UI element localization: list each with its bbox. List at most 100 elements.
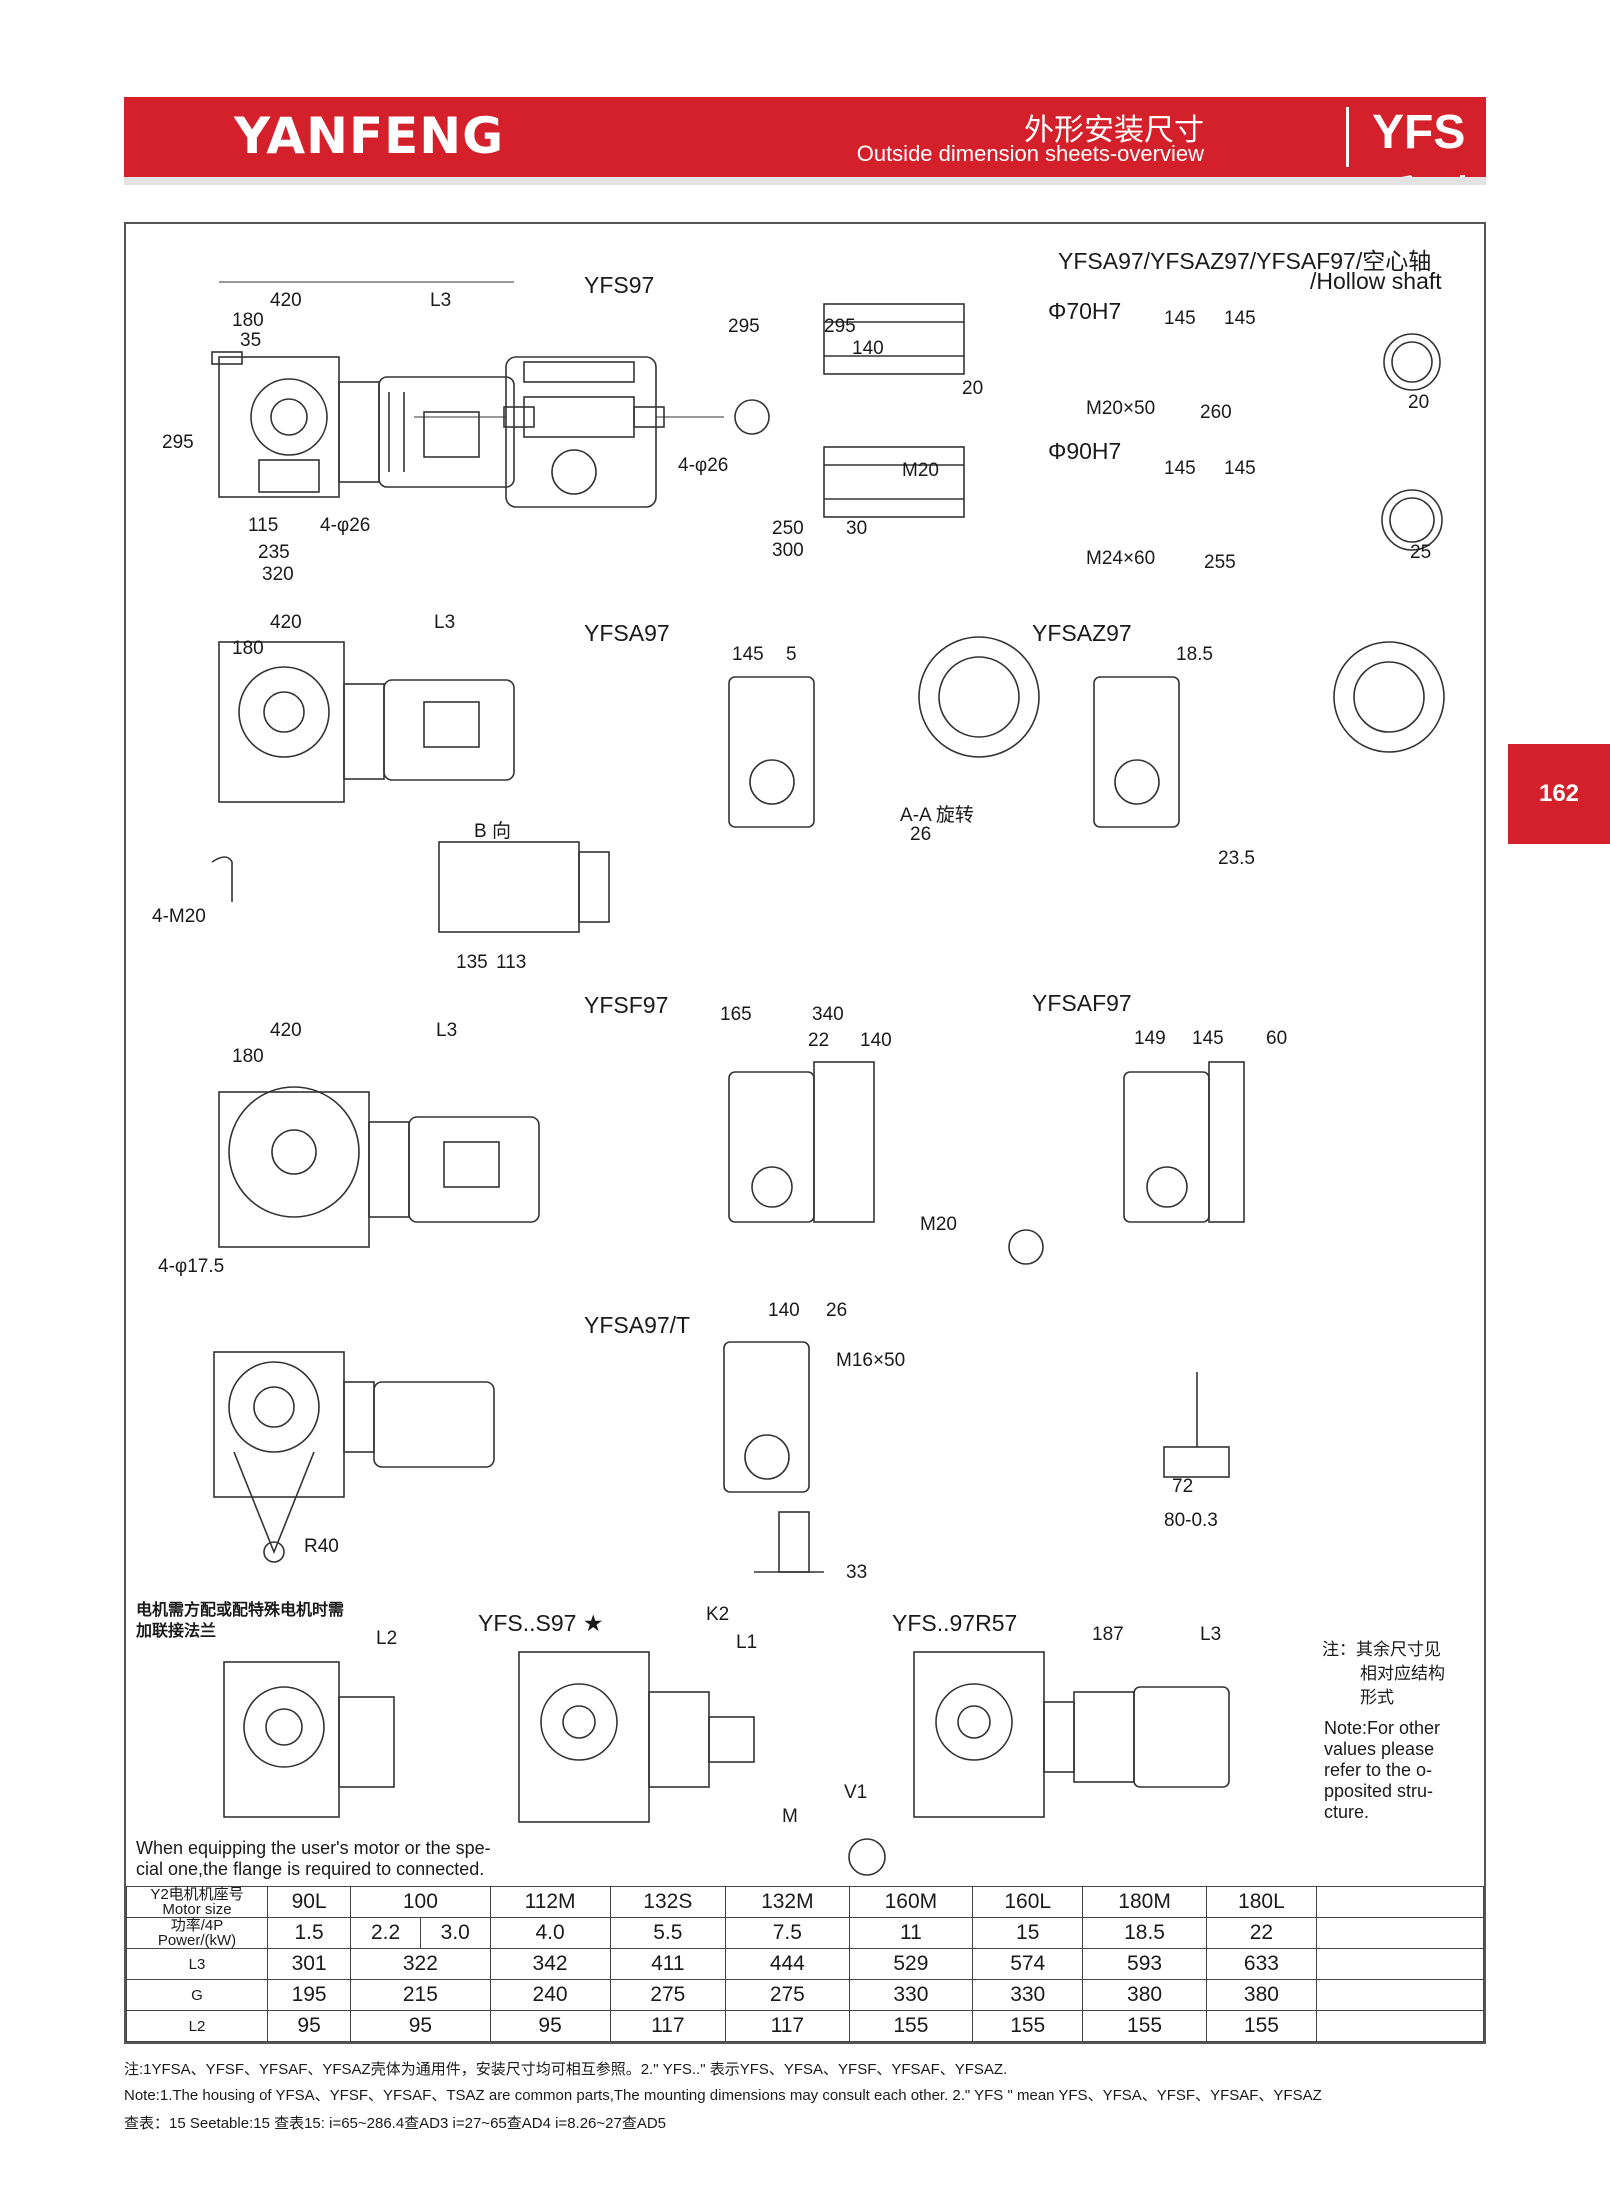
dim-label: K2 (706, 1604, 730, 1625)
page-number-tab: 162 (1508, 744, 1610, 844)
dim-label: 235 (258, 542, 290, 563)
technical-drawings (211, 281, 1445, 1876)
table-cell: 380 (1082, 1979, 1207, 2011)
dim-label: R40 (304, 1536, 339, 1557)
dim-label: 340 (812, 1004, 844, 1025)
dim-label: 20 (1408, 392, 1430, 413)
dim-label: 320 (262, 564, 294, 585)
table-cell: 155 (1082, 2010, 1207, 2042)
table-cell: 330 (848, 1979, 974, 2011)
dim-label: 18.5 (1176, 644, 1213, 665)
table-cell: 95 (266, 2010, 352, 2042)
bottom-row-drawings (223, 1651, 1230, 1876)
dim-label: 22 (808, 1030, 830, 1051)
dim-label: 80-0.3 (1164, 1510, 1218, 1531)
table-cell: 215 (350, 1979, 491, 2011)
header-title-cn: 外形安装尺寸 (1024, 114, 1204, 147)
dim-label: 4-φ26 (678, 455, 729, 476)
table-cell: 117 (725, 2010, 850, 2042)
table-cell: 117 (609, 2010, 727, 2042)
table-cell-empty (1316, 2010, 1484, 2042)
dim-label: A-A 旋转 (900, 805, 974, 826)
dim-label: 295 (824, 316, 856, 337)
dim-label: 35 (240, 330, 262, 351)
title-yfsaz97: YFSAZ97 (1032, 620, 1132, 646)
title-hollow-shaft: YFSA97/YFSAZ97/YFSAF97/空心轴 (1058, 248, 1432, 274)
dim-label: 4-φ26 (320, 515, 371, 536)
row-g-header: G (126, 1979, 268, 2011)
dim-label: 60 (1266, 1028, 1288, 1049)
dim-label: 25 (1410, 542, 1432, 563)
dim-label: L3 (1200, 1624, 1222, 1645)
table-cell: 11 (848, 1917, 974, 1949)
table-cell: 18.5 (1082, 1917, 1207, 1949)
table-cell-empty (1316, 1979, 1484, 2011)
label-phi90h7: Φ90H7 (1048, 438, 1122, 464)
table-cell: 240 (489, 1979, 611, 2011)
yfsa97t-drawing (213, 1341, 1230, 1573)
dim-label: 255 (1204, 552, 1236, 573)
table-cell: 330 (972, 1979, 1084, 2011)
title-yfs-97r57: YFS..97R57 (892, 1610, 1018, 1636)
yfsaf97-drawing (1123, 1061, 1245, 1223)
dim-label: M24×60 (1086, 548, 1156, 569)
dim-label: 250 (772, 518, 804, 539)
dim-label: 20 (962, 378, 984, 399)
dim-label: M20×50 (1086, 398, 1156, 419)
table-cell: 275 (725, 1979, 850, 2011)
dim-label: 26 (826, 1300, 848, 1321)
label-phi70h7: Φ70H7 (1048, 298, 1122, 324)
dim-label: M (782, 1806, 798, 1827)
dim-label: 72 (1172, 1476, 1194, 1497)
title-yfsa97t: YFSA97/T (584, 1312, 691, 1338)
dim-label: 180 (232, 638, 264, 659)
dim-label: 4-φ17.5 (158, 1256, 225, 1277)
dim-label: 180 (232, 310, 264, 331)
dim-label: 145 (1192, 1028, 1224, 1049)
table-cell: 15 (972, 1917, 1084, 1949)
table-cell: 1.5 (266, 1917, 352, 1949)
dim-label: L2 (376, 1628, 398, 1649)
header-divider (1346, 107, 1349, 167)
dim-label: M16×50 (836, 1350, 906, 1371)
table-cell: 95 (489, 2010, 611, 2042)
dim-label: 30 (846, 518, 868, 539)
dim-label: 180 (232, 1046, 264, 1067)
dim-label: 260 (1200, 402, 1232, 423)
table-cell: 593 (1082, 1948, 1207, 1980)
table-cell: 380 (1205, 1979, 1318, 2011)
dim-label: M20 (920, 1214, 957, 1235)
dim-label: 33 (846, 1562, 868, 1583)
subtitle-hollow-shaft: /Hollow shaft (1310, 268, 1442, 294)
table-cell: 112M (489, 1886, 611, 1918)
title-yfs97: YFS97 (584, 272, 655, 298)
dim-label: B 向 (474, 821, 511, 842)
table-cell: 132M (725, 1886, 850, 1918)
header-title-en: Outside dimension sheets-overview (856, 141, 1204, 166)
dim-label: 5 (786, 644, 797, 665)
dim-label: L3 (430, 290, 452, 311)
table-cell: 160M (848, 1886, 974, 1918)
dim-label: 145 (1164, 458, 1196, 479)
dim-label: L3 (434, 612, 456, 633)
table-cell: 180M (1082, 1886, 1207, 1918)
dim-label: 420 (270, 290, 302, 311)
table-cell: 5.5 (609, 1917, 727, 1949)
dim-label: 145 (1164, 308, 1196, 329)
table-cell: 100 (350, 1886, 491, 1918)
yfsf97-drawing (218, 1061, 1044, 1265)
brand-logo: YANFENG (234, 107, 505, 165)
dim-label: 145 (1224, 458, 1256, 479)
row-l3-header: L3 (126, 1948, 268, 1980)
dim-label: 420 (270, 612, 302, 633)
dim-label: 23.5 (1218, 848, 1255, 869)
table-cell: 574 (972, 1948, 1084, 1980)
table-cell: 95 (350, 2010, 491, 2042)
